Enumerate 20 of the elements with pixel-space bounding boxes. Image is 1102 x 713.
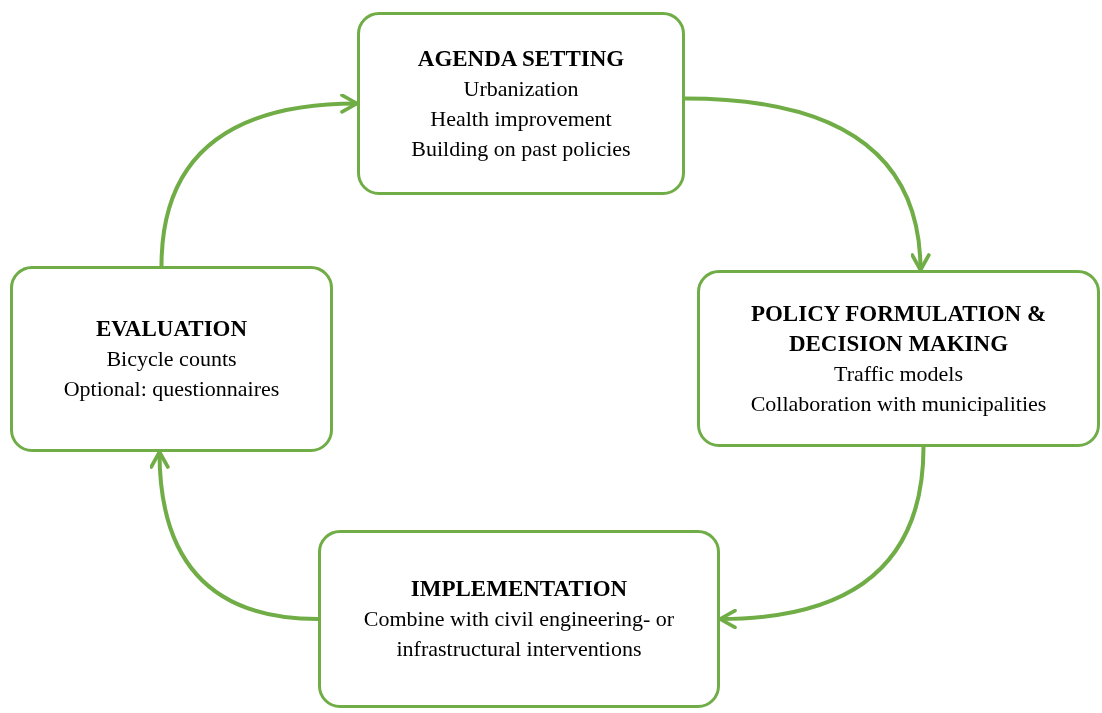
stage-detail: Bicycle counts <box>106 345 237 373</box>
stage-detail: Optional: questionnaires <box>63 375 280 403</box>
curved-arrow <box>149 450 319 621</box>
curved-arrow <box>159 93 359 267</box>
stage-title: POLICY FORMULATION & DECISION MAKING <box>749 299 1048 358</box>
stage-box <box>357 12 685 195</box>
stage-box <box>10 266 333 452</box>
stage-box <box>318 530 720 708</box>
stage-box <box>697 270 1100 447</box>
stage-detail: Combine with civil engineering- or infrastructural interventions <box>362 605 676 663</box>
stage-detail: Traffic models <box>834 359 963 388</box>
stage-detail: Building on past policies <box>411 134 631 163</box>
stage-detail: Collaboration with municipalities <box>750 389 1047 418</box>
stage-detail: Health improvement <box>430 104 612 133</box>
stage-title: AGENDA SETTING <box>417 44 625 73</box>
stage-title: IMPLEMENTATION <box>410 575 628 603</box>
curved-arrow <box>684 96 930 272</box>
stage-detail: Urbanization <box>463 74 579 103</box>
curved-arrow <box>718 446 926 629</box>
stage-title: EVALUATION <box>95 315 248 343</box>
